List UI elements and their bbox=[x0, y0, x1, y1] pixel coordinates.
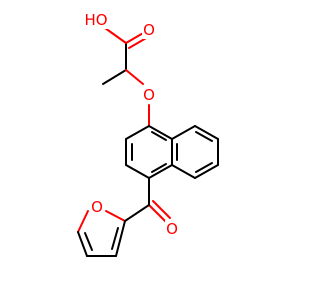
atom-label-ketone-o: O bbox=[166, 220, 178, 238]
bond-r1-inner-3 bbox=[151, 163, 167, 173]
bond-r2-c8-c7 bbox=[194, 125, 219, 140]
bond-alpha-methyl bbox=[102, 69, 127, 85]
atom-labels: HO O O O O bbox=[84, 11, 179, 238]
bond-carbonyl-furan-c2 bbox=[124, 204, 150, 222]
atom-label-ether-o: O bbox=[143, 86, 155, 104]
bond-r2-c8a-c8 bbox=[171, 125, 196, 140]
bond-furan-inner-1 bbox=[84, 232, 93, 251]
bond-r1-c1-c2 bbox=[125, 125, 150, 140]
bond-c-oh bbox=[104, 27, 127, 44]
bond-carbonyl-eq-o-1 bbox=[148, 204, 167, 223]
bond-r2-inner-1 bbox=[195, 131, 213, 142]
bond-furan-o-c5 bbox=[77, 210, 89, 233]
label-bg-o-acid bbox=[142, 21, 156, 39]
bond-furan-c2-o bbox=[105, 210, 126, 222]
bond-alpha-ether-o bbox=[125, 69, 144, 85]
bond-r2-c6-c5 bbox=[194, 164, 219, 179]
bond-r1-c3-c4 bbox=[125, 164, 150, 179]
bond-r1-inner-2 bbox=[151, 131, 167, 141]
bond-furan-inner-2 bbox=[111, 227, 119, 250]
atom-label-carboxyl-oh: HO bbox=[84, 11, 107, 29]
bond-furan-c3-c2 bbox=[115, 220, 126, 257]
bond-r2-inner-2 bbox=[195, 162, 213, 173]
label-bg-o-ketone bbox=[165, 220, 179, 238]
bond-furan-c5-c4 bbox=[77, 231, 88, 257]
atom-label-furan-o: O bbox=[91, 198, 103, 216]
atom-label-carbonyl-o-acid: O bbox=[143, 21, 155, 39]
label-bg-o-ether bbox=[142, 86, 156, 104]
molecule-structure-diagram: HO O O O O bbox=[77, 11, 219, 257]
bond-c-eq-o-acid-1 bbox=[125, 31, 146, 44]
label-bg-o-furan bbox=[90, 198, 104, 216]
bond-carbonyl-eq-o-2 bbox=[152, 200, 171, 219]
bond-r1-c4-c4a bbox=[148, 164, 173, 179]
bond-r1-c8a-c1 bbox=[148, 125, 173, 140]
bond-lines bbox=[77, 27, 219, 257]
bond-r2-c5-c4a bbox=[171, 164, 196, 179]
label-bg-ho bbox=[84, 11, 108, 29]
